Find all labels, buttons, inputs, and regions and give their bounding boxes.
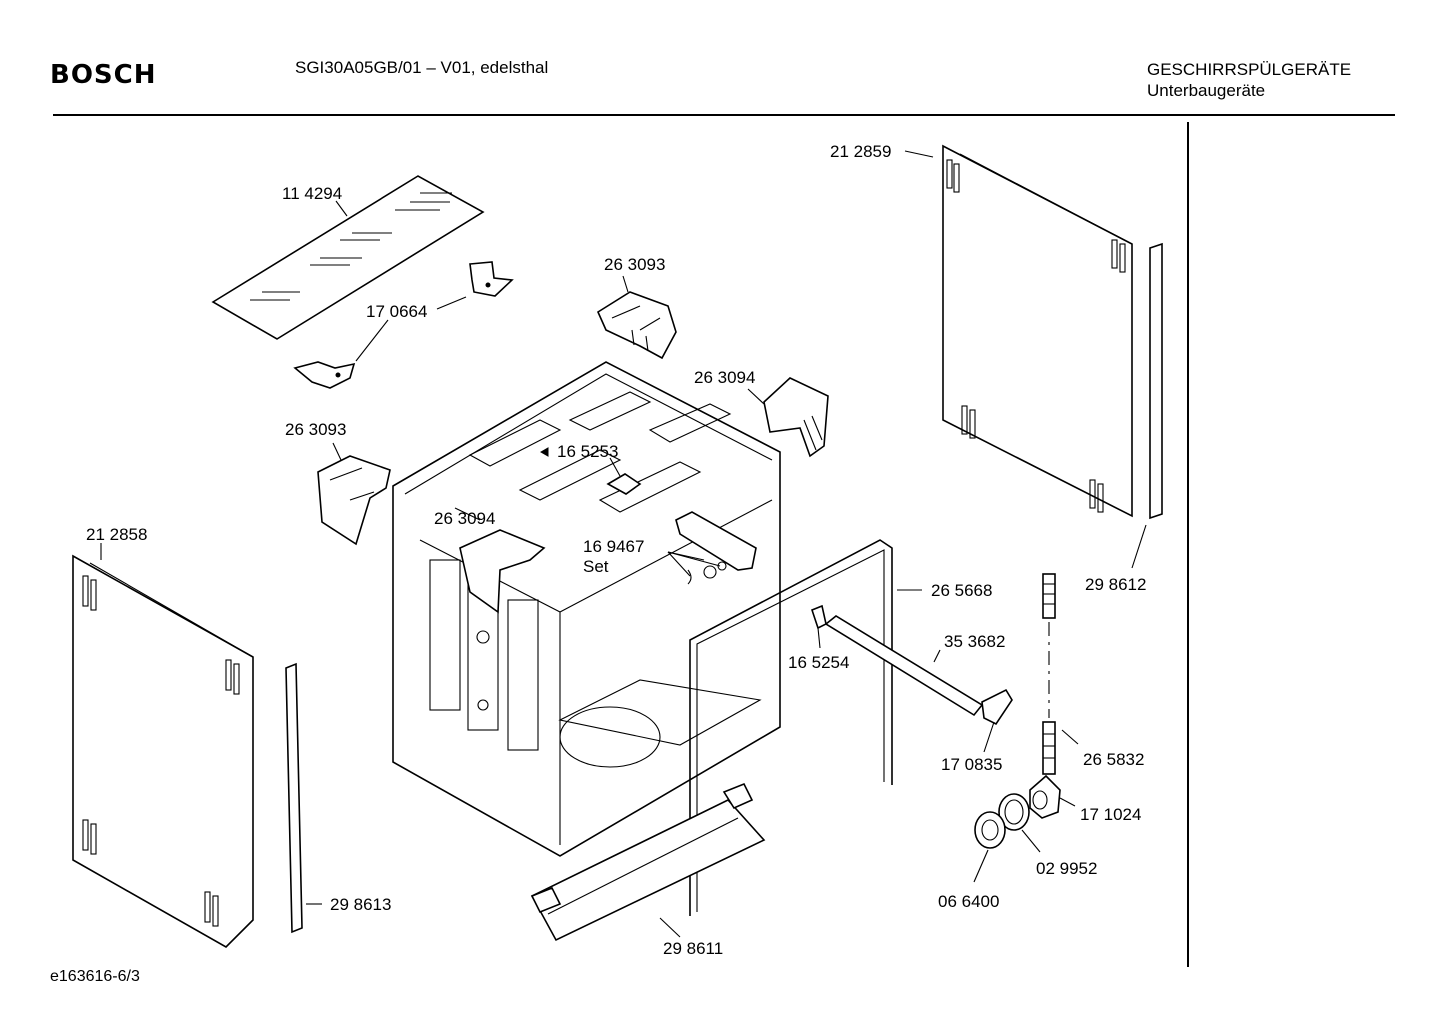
model-title: SGI30A05GB/01 – V01, edelsthal <box>295 58 549 77</box>
label-170835: 17 0835 <box>941 755 1002 774</box>
drain-cap <box>974 811 1006 849</box>
category-block: GESCHIRRSPÜLGERÄTE Unterbaugeräte <box>1147 59 1351 101</box>
label-066400: 06 6400 <box>938 892 999 911</box>
label-265832: 26 5832 <box>1083 750 1144 769</box>
label-298611: 29 8611 <box>663 939 723 958</box>
label-169467: 16 9467 <box>583 537 644 556</box>
insulation-mat <box>211 175 485 340</box>
label-170664: 17 0664 <box>366 302 427 321</box>
drain-hose <box>1042 573 1056 775</box>
base-plinth <box>530 782 766 942</box>
header-divider <box>53 114 1395 116</box>
label-114294: 11 4294 <box>282 184 342 203</box>
hinge-cover-inner <box>459 529 546 614</box>
label-029952: 02 9952 <box>1036 859 1097 878</box>
mounting-bracket-lower <box>293 361 356 389</box>
latch-clip <box>606 473 642 495</box>
spray-arm-rod <box>811 604 1013 726</box>
dishwasher-tub <box>392 361 781 857</box>
hinge-cover-top-left <box>596 291 677 360</box>
label-263093-left: 26 3093 <box>285 420 346 439</box>
subcategory-title: Unterbaugeräte <box>1147 81 1266 100</box>
trim-strip-left <box>285 662 303 934</box>
side-panel-left <box>72 554 254 948</box>
label-353682: 35 3682 <box>944 632 1005 651</box>
label-212858: 21 2858 <box>86 525 147 544</box>
label-165253: 16 5253 <box>557 442 618 461</box>
sealing-ring <box>998 793 1030 831</box>
label-263094-top: 26 3094 <box>694 368 755 387</box>
right-margin-divider <box>1187 122 1189 967</box>
label-set: Set <box>583 557 609 576</box>
door-seal <box>689 539 893 916</box>
side-panel-right <box>942 144 1133 518</box>
label-165254: 16 5254 <box>788 653 849 672</box>
label-265668: 26 5668 <box>931 581 992 600</box>
label-298612: 29 8612 <box>1085 575 1146 594</box>
hinge-cover-left <box>317 455 391 546</box>
hose-connector <box>1029 774 1061 819</box>
label-212859: 21 2859 <box>830 142 891 161</box>
label-298613: 29 8613 <box>330 895 391 914</box>
category-title: GESCHIRRSPÜLGERÄTE <box>1147 60 1352 79</box>
mounting-bracket-upper <box>469 261 514 297</box>
label-171024: 17 1024 <box>1080 805 1141 824</box>
hinge-cover-top-right <box>763 377 829 458</box>
brand-logo: BOSCH <box>50 60 157 90</box>
label-263093-top: 26 3093 <box>604 255 665 274</box>
hinge-set <box>675 511 757 585</box>
label-263094-inner: 26 3094 <box>434 509 495 528</box>
drawing-code: e163616-6/3 <box>50 968 140 985</box>
trim-strip-right <box>1149 242 1163 520</box>
